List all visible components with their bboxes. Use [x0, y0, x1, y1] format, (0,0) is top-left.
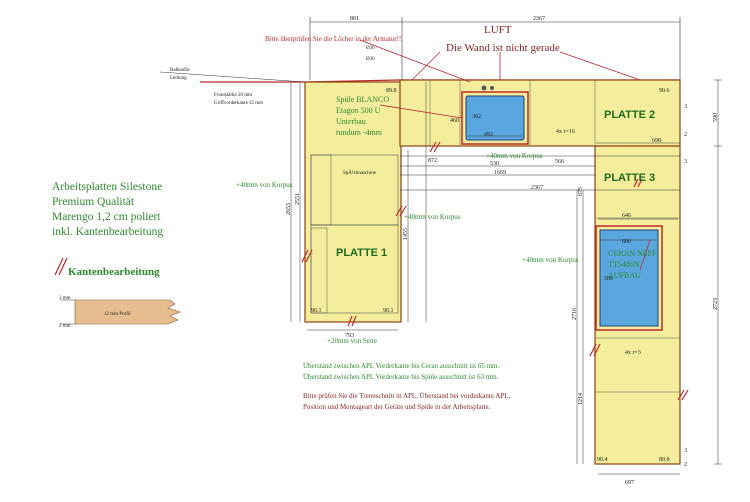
- dim-566: 566: [555, 159, 564, 165]
- dim-2b: 2: [684, 462, 687, 468]
- dim-2723: 2723: [713, 298, 719, 310]
- dim-2367-top: 2367: [533, 16, 545, 22]
- dim-2a: 2: [684, 132, 687, 138]
- dim-698: 698: [652, 138, 661, 144]
- dim-90-1a: 90.1: [311, 308, 322, 314]
- dim-697: 697: [625, 480, 634, 486]
- dim-646: 646: [622, 213, 631, 219]
- overhang-ceran-note: Überstand zwischen APL Vorderkante bis C…: [303, 362, 500, 370]
- sink-cutout: [461, 85, 529, 145]
- dim-2716: 2716: [572, 308, 578, 320]
- dim-530: 530: [490, 161, 499, 167]
- material-line-4: inkl. Kantenbearbeitung: [52, 226, 164, 238]
- korpus-note-top: +40mm von Korpus: [486, 152, 543, 160]
- wall-not-straight-note: Die Wand ist nicht gerade: [446, 42, 560, 54]
- seite-note: +20mm von Seite: [327, 337, 377, 345]
- top-dimension-lines: [309, 17, 681, 80]
- dim-4x-r3: 4x r=3: [625, 350, 641, 356]
- dim-90-1b: 90.1: [383, 308, 394, 314]
- hob-label-2: TT5486N: [608, 260, 640, 269]
- check-notes: Bitte prüfen Sie die Trennschnitt in APL…: [303, 391, 510, 413]
- hole-36-label: Ø36: [366, 46, 375, 51]
- material-legend: Arbeitsplatten Silestone Premium Qualitä…: [52, 180, 163, 240]
- dim-801: 801: [350, 16, 359, 22]
- balkenfenster-label: Balkenfür: [170, 68, 190, 73]
- hob-label-1: CERAN NEFF: [608, 249, 657, 258]
- check-line-2: Position und Montageart der Geräte und S…: [303, 403, 491, 411]
- griff-note-label: Griffvorderkante 35 mm: [214, 101, 263, 106]
- luft-note: LUFT: [484, 24, 512, 36]
- korpus-note-mid: +40mm von Korpus: [404, 213, 461, 221]
- material-line-3: Marengo 1,2 cm poliert: [52, 211, 161, 223]
- leibung-label: Leibung: [170, 76, 187, 81]
- dim-506: 506: [604, 276, 613, 282]
- plate-3-label: PLATTE 3: [604, 172, 655, 184]
- dim-3b: 3: [684, 159, 687, 165]
- korpus-note-left: +40mm von Korpus: [236, 181, 293, 189]
- dim-675: 675: [578, 187, 584, 196]
- plate-2-label: PLATTE 2: [604, 109, 655, 121]
- dim-89-8: 89.8: [386, 88, 397, 94]
- plate-1-shape: [304, 81, 402, 323]
- hob-label-3: AUFBAU: [608, 271, 641, 280]
- dim-4x-r16: 4x r=16: [556, 129, 575, 135]
- dim-460: 460: [450, 118, 459, 124]
- dim-1455: 1455: [403, 228, 409, 240]
- sink-label-1: Spüle BLANCO: [336, 95, 389, 104]
- dim-1669: 1669: [494, 170, 506, 176]
- sink-label-3: Unterbau: [336, 117, 366, 126]
- check-line-1: Bitte prüfen Sie die Trennschnitt in APL…: [303, 392, 511, 400]
- material-line-2: Premium Qualität: [52, 196, 135, 208]
- dim-3c: 3: [684, 448, 687, 454]
- edge-legend-title: Kantenbearbeitung: [68, 266, 160, 278]
- profile-2mm-bottom: 2 mm: [59, 324, 71, 329]
- korpus-note-right: +40mm von Korpus: [522, 256, 579, 264]
- sink-label-2: Etagon 500 U: [336, 106, 381, 115]
- profile-label: 12 mm Profil: [104, 312, 131, 317]
- sink-label-4: rundum -4mm: [336, 128, 383, 137]
- edge-profile-swatch: [60, 299, 181, 325]
- dim-793: 793: [345, 333, 354, 339]
- overhang-notes: Überstand zwischen APL Vorderkante bis C…: [303, 361, 499, 383]
- dim-2367-mid: 2367: [531, 185, 543, 191]
- check-holes-note: Bitte überprüfen Sie die Löcher in der A…: [265, 35, 401, 43]
- edge-marks: [54, 141, 689, 401]
- material-line-1: Arbeitsplatten Silestone: [52, 181, 163, 193]
- dim-90-6: 90.6: [659, 88, 670, 94]
- note-leaders: [359, 39, 651, 271]
- dim-872: 872: [428, 158, 437, 164]
- dim-3a: 3: [684, 104, 687, 110]
- dim-590: 590: [713, 113, 719, 122]
- interior-dimension-lines: [290, 79, 722, 475]
- dim-90-4: 90.4: [597, 457, 608, 463]
- dim-362: 362: [472, 114, 481, 120]
- dim-492: 492: [484, 132, 493, 138]
- plate-1-label: PLATTE 1: [336, 247, 387, 259]
- dishwasher-label: SpÃ¼lmaschine: [343, 170, 377, 176]
- hole-30-label: Ø30: [366, 57, 375, 62]
- dim-2551: 2551: [295, 193, 301, 205]
- plate-2-shape: [399, 79, 681, 147]
- dim-89-8b: 89.8: [659, 457, 670, 463]
- profile-2mm-top: 2 mm: [59, 296, 71, 301]
- dim-2653: 2653: [286, 203, 292, 215]
- overhang-sink-note: Überstand zwischen APL Vorderkante bis S…: [303, 373, 499, 381]
- dim-1214: 1214: [578, 393, 584, 405]
- dim-600: 600: [622, 239, 631, 245]
- front-note-label: Frontstärke 20 mm: [214, 93, 252, 98]
